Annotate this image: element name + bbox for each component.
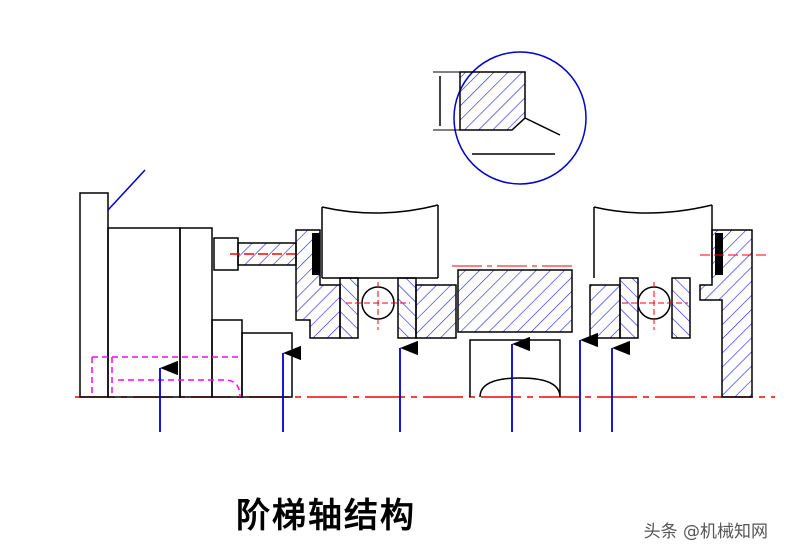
left-bearing bbox=[339, 277, 457, 339]
gear-hub bbox=[452, 265, 575, 398]
right-seal bbox=[715, 233, 723, 275]
right-bearing bbox=[589, 277, 691, 339]
callout-arrows bbox=[159, 332, 630, 432]
phantom-coupling-outline bbox=[91, 356, 241, 398]
detail-view bbox=[433, 51, 587, 185]
diagram-caption: 阶梯轴结构 bbox=[236, 496, 416, 536]
left-housing bbox=[79, 169, 293, 398]
right-journal bbox=[593, 204, 713, 278]
left-journal bbox=[321, 204, 439, 279]
watermark: 头条 @机械知网 bbox=[643, 522, 768, 542]
left-seal bbox=[312, 233, 320, 275]
right-bearing-cap bbox=[699, 229, 753, 398]
bolt bbox=[213, 237, 300, 271]
